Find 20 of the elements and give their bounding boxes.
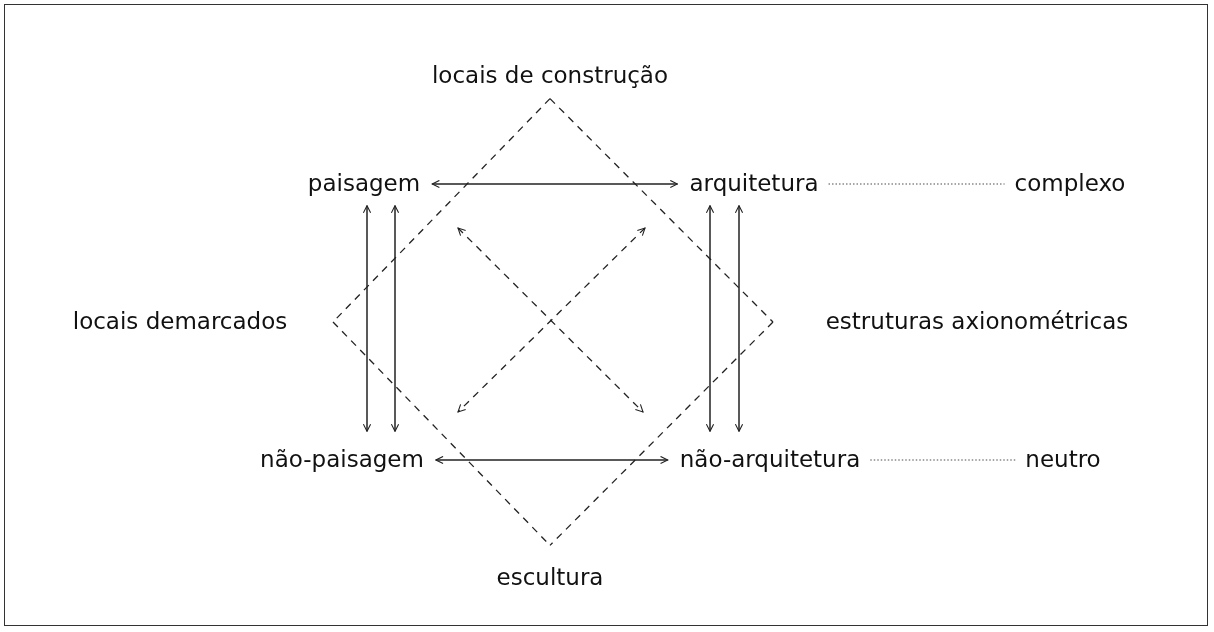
term-label: neutro [1025,447,1101,473]
arrow [390,204,400,433]
dashed-line [827,183,1006,185]
term-label: não-arquitetura [679,447,861,473]
arrow [431,179,679,189]
term-label: estruturas axionométricas [825,309,1129,335]
dashed-line [549,98,774,323]
dashed-line [549,321,774,546]
arrow [705,204,715,433]
term-label: arquitetura [689,171,819,197]
arrow [435,455,669,465]
term-label: locais de construção [431,63,669,89]
term-label: escultura [496,565,604,591]
term-label: paisagem [307,171,421,197]
arrow [734,204,744,433]
term-label: locais demarcados [72,309,288,335]
term-label: não-paisagem [260,447,424,473]
dashed-line [869,459,1016,461]
arrow [362,204,372,433]
term-label: complexo [1014,171,1126,197]
